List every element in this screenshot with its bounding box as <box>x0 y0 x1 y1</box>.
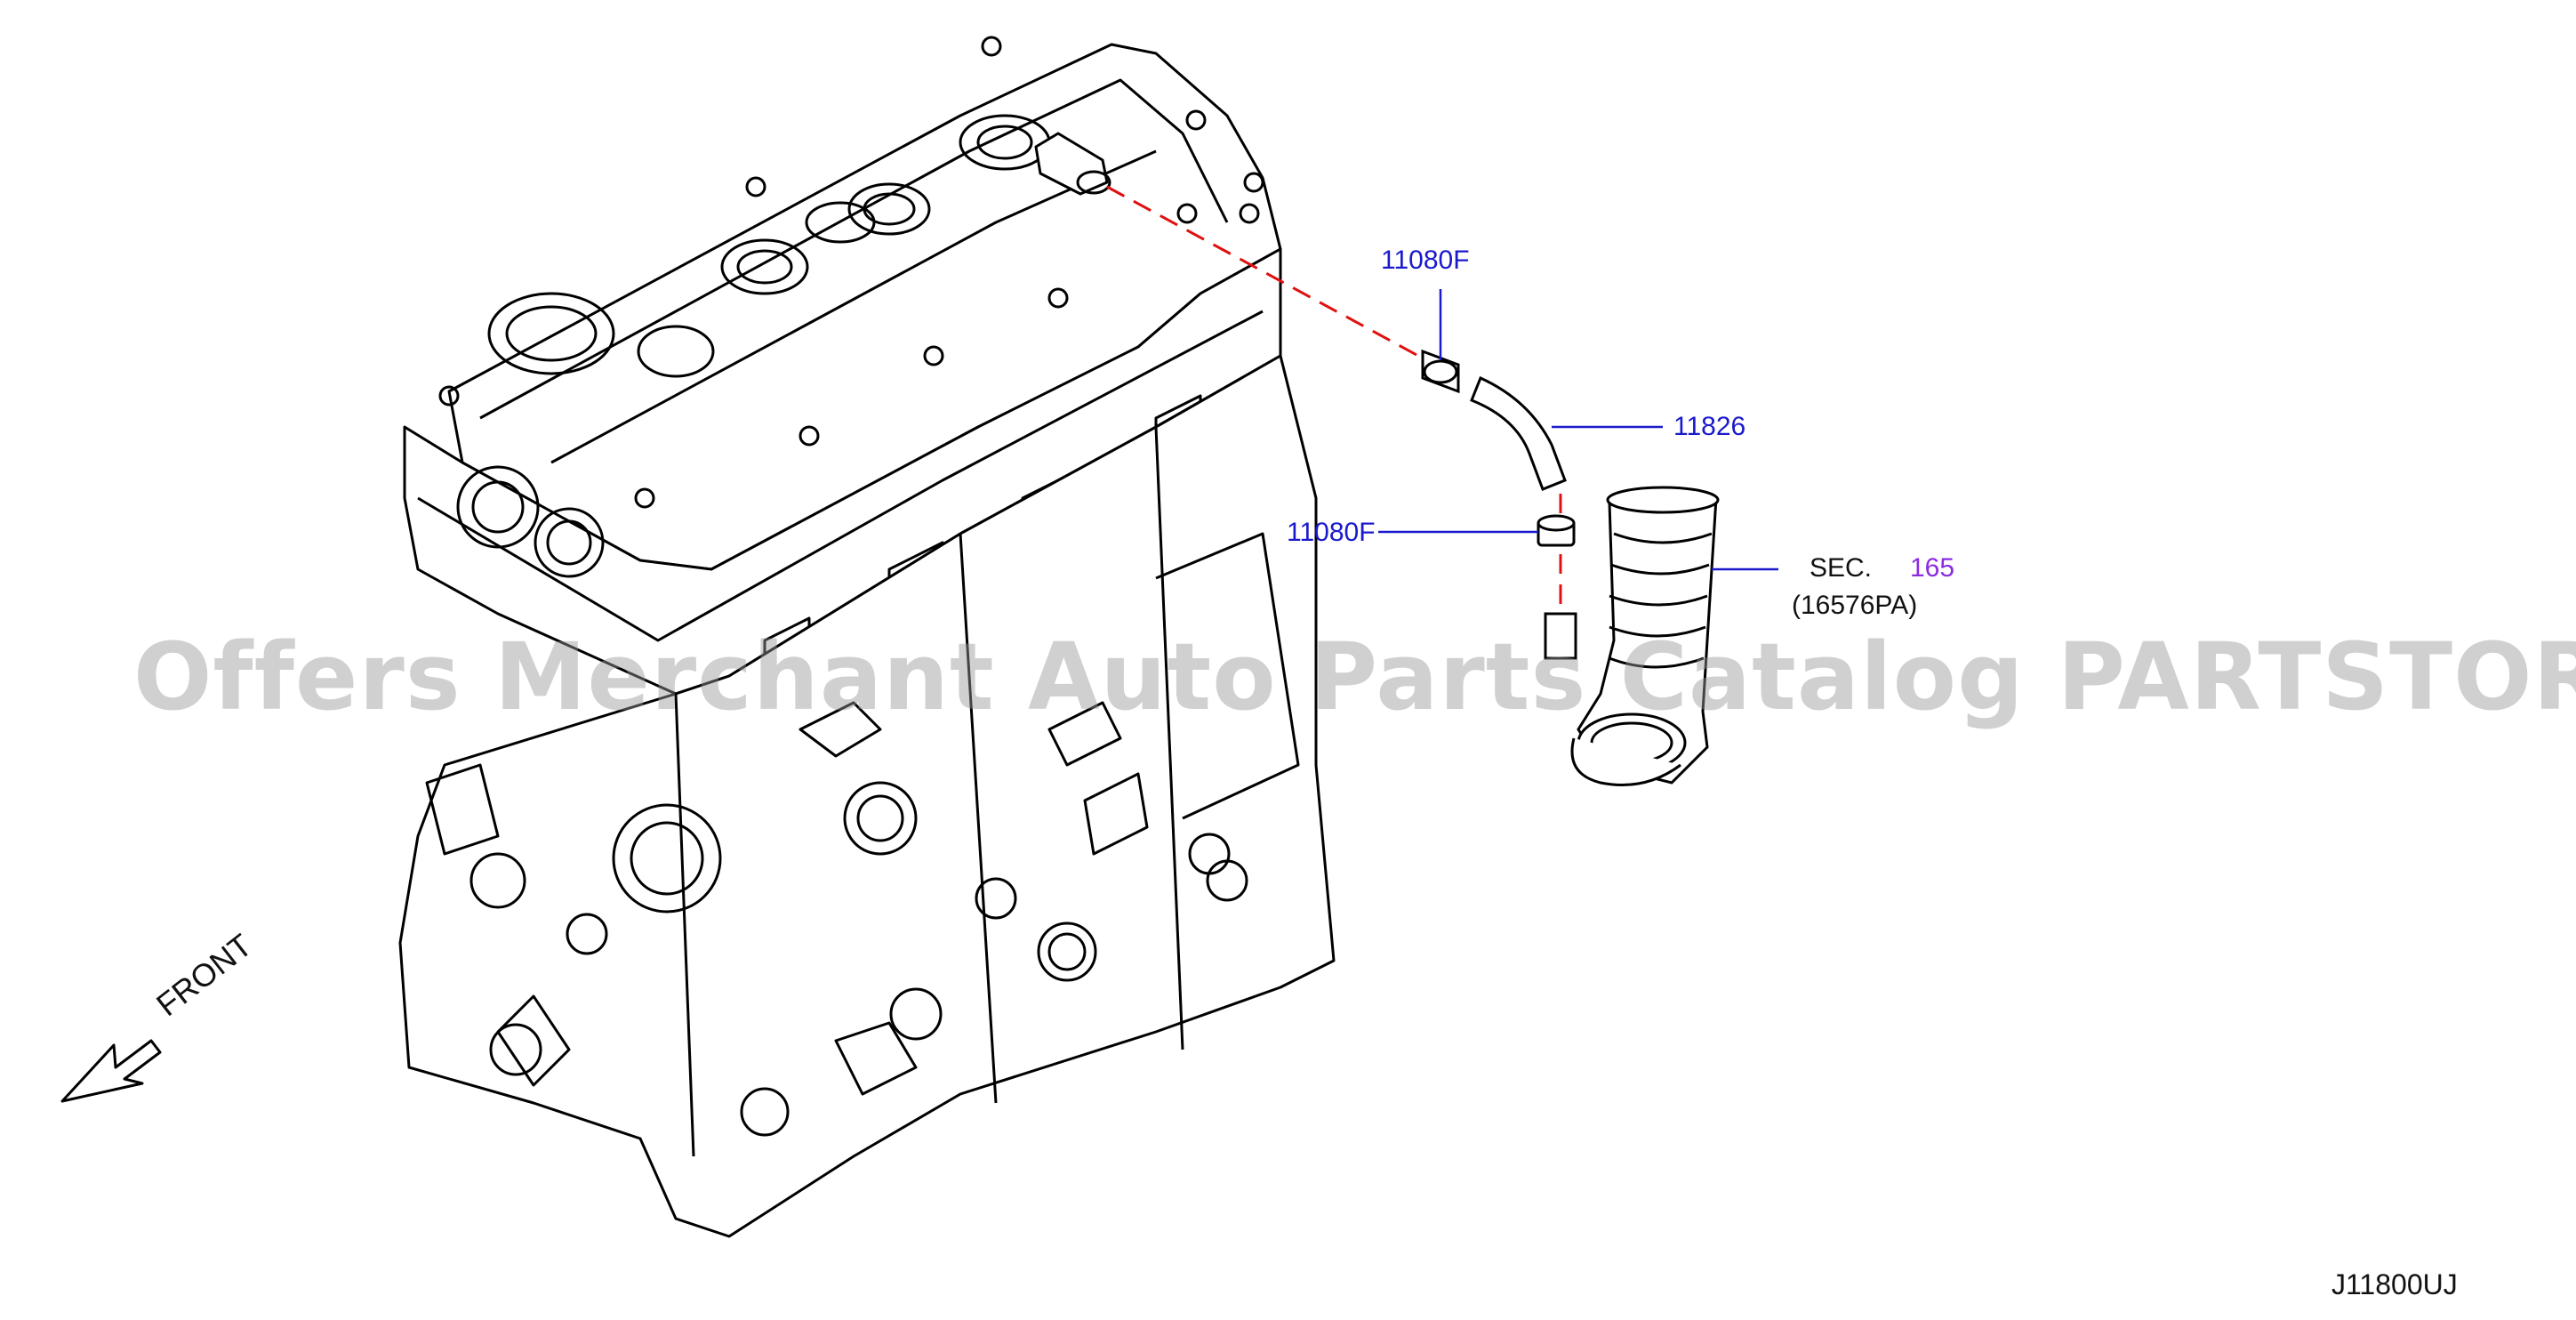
callout-sec-number[interactable]: 165 <box>1910 553 1955 583</box>
callout-clamp-upper[interactable]: 11080F <box>1381 245 1470 275</box>
hose-clamp-lower <box>1537 514 1576 547</box>
callout-sec-part: (16576PA) <box>1792 591 1918 620</box>
pcv-hose <box>1470 375 1567 491</box>
figure-code: J11800UJ <box>2331 1268 2458 1300</box>
duct-fitting <box>1544 612 1577 660</box>
watermark: Offers Merchant Auto Parts Catalog PARTS… <box>133 623 2576 731</box>
engine-block <box>398 36 1336 1238</box>
callout-leaders <box>1378 289 1778 571</box>
callout-hose[interactable]: 11826 <box>1673 412 1746 441</box>
callout-clamp-lower[interactable]: 11080F <box>1287 518 1376 547</box>
air-inlet-duct <box>1570 486 1720 786</box>
callout-sec-prefix: SEC. <box>1810 553 1873 583</box>
front-arrow-icon <box>60 1039 162 1103</box>
hose-clamp-upper <box>1421 349 1460 394</box>
